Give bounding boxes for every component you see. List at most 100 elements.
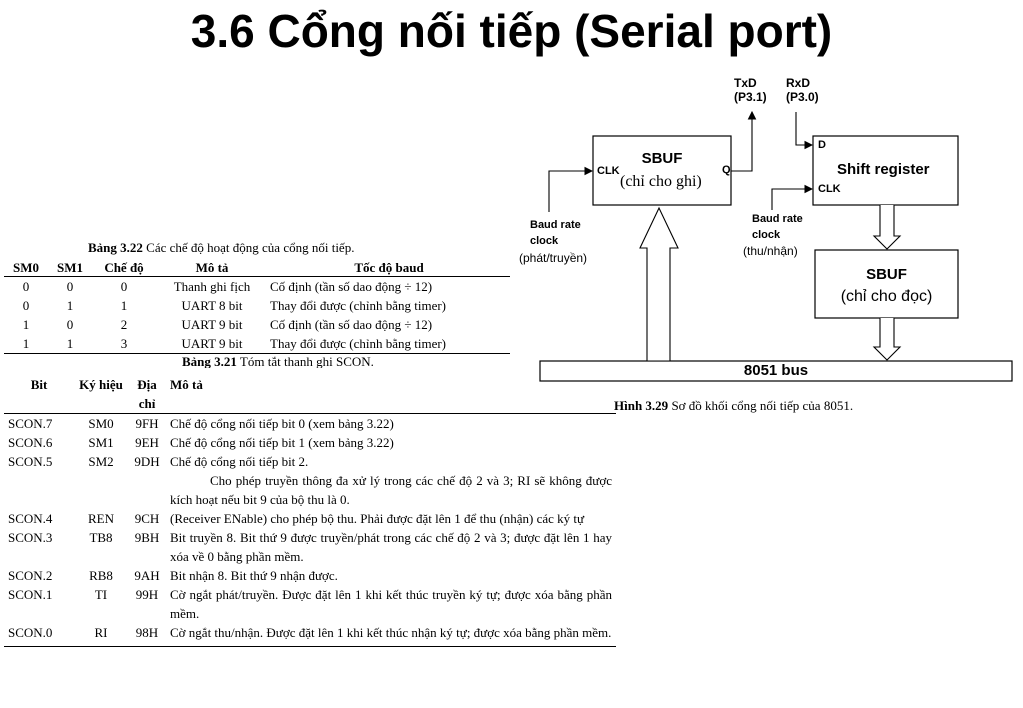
table22-caption-label: Bảng 3.22: [88, 240, 143, 255]
figure-caption: Hình 3.29 Sơ đồ khối cổng nối tiếp của 8…: [614, 398, 853, 414]
clk-rx-label: CLK: [818, 183, 841, 195]
col-header-desc: Mô tả: [156, 259, 268, 277]
cell-bit: SCON.6: [8, 435, 53, 450]
cell: Thanh ghi fịch: [173, 278, 251, 294]
cell: 1: [120, 297, 128, 313]
sbuf-receive-subtitle: (chỉ cho đọc): [840, 288, 933, 305]
table21-caption-text: Tóm tắt thanh ghi SCON.: [236, 355, 374, 368]
cell: 0: [22, 278, 30, 294]
rxd-label: RxD(P3.0): [786, 76, 819, 104]
cell: UART 8 bit: [181, 297, 243, 313]
cell-description-line: Chế độ cổng nối tiếp bit 2.: [170, 454, 309, 469]
cell: 0: [66, 278, 74, 294]
table-header-row: SM0 SM1 Chế độ Mô tả Tốc độ baud: [4, 259, 510, 277]
col-header-sm1: SM1: [48, 259, 92, 277]
cell-description: (Receiver ENable) cho phép bộ thu. Phải …: [170, 511, 585, 526]
baud-clock-rx-line: [771, 184, 814, 210]
cell-address: 9EH: [135, 435, 159, 450]
table-row: 1 1 3 UART 9 bit Thay đổi được (chỉnh bằ…: [4, 334, 510, 354]
cell: UART 9 bit: [181, 316, 243, 332]
sbuf-receive-title: SBUF: [866, 266, 907, 283]
cell-symbol: SM1: [88, 435, 114, 450]
table-row: SCON.5 SM2 9DH Chế độ cổng nối tiếp bit …: [4, 452, 616, 509]
shift-register-title: Shift register: [837, 161, 930, 178]
table-row: SCON.7 SM0 9FH Chế độ cổng nối tiếp bit …: [4, 414, 616, 434]
cell-bit: SCON.5: [8, 454, 53, 469]
cell: 1: [48, 334, 92, 354]
cell-symbol: RI: [74, 623, 128, 647]
cell: Thay đổi được (chỉnh bằng timer): [270, 297, 447, 313]
col-header-symbol: Ký hiệu: [74, 375, 128, 414]
cell-address: 99H: [135, 587, 159, 602]
baud-clock-tx-label: Baud rate clock: [530, 217, 581, 249]
cell-description: Cờ ngắt thu/nhận. Được đặt lên 1 khi kết…: [166, 623, 616, 647]
cell-description: Chế độ cổng nối tiếp bit 1 (xem bảng 3.2…: [170, 435, 394, 450]
cell-bit: SCON.3: [8, 530, 53, 545]
cell-bit: SCON.2: [8, 568, 53, 583]
table-row: SCON.6 SM1 9EH Chế độ cổng nối tiếp bit …: [4, 433, 616, 452]
baud-tx-line2: clock: [530, 235, 559, 247]
table-row: 1 0 2 UART 9 bit Cố định (tần số dao độn…: [4, 315, 510, 334]
cell: Thay đổi được (chỉnh bằng timer): [268, 334, 510, 354]
table-row: SCON.4 REN 9CH (Receiver ENable) cho phé…: [4, 509, 616, 528]
baud-rx-line1: Baud rate: [752, 213, 803, 225]
baud-rx-mode: (thu/nhận): [743, 244, 798, 258]
cell: 0: [22, 297, 30, 313]
baud-clock-tx-line: [548, 166, 594, 212]
d-label: D: [818, 139, 826, 151]
baud-clock-rx-label: Baud rate clock: [752, 211, 803, 243]
table-row: SCON.2 RB8 9AH Bit nhận 8. Bit thứ 9 nhậ…: [4, 566, 616, 585]
cell-symbol: TI: [94, 587, 108, 602]
cell-description: Chế độ cổng nối tiếp bit 0 (xem bảng 3.2…: [170, 416, 394, 431]
col-header-mode: Chế độ: [92, 259, 156, 277]
col-header-description: Mô tả: [166, 375, 616, 414]
col-header-address: Địa chỉ: [128, 375, 166, 414]
rxd-pin: (P3.0): [786, 90, 819, 104]
table-row: 0 0 0 Thanh ghi fịch Cố định (tần số dao…: [4, 277, 510, 297]
txd-name: TxD: [734, 76, 757, 90]
cell: Cố định (tần số dao động ÷ 12): [270, 278, 433, 294]
cell: 0: [120, 278, 128, 294]
cell-bit: SCON.1: [8, 587, 53, 602]
table-row: SCON.1 TI 99H Cờ ngắt phát/truyền. Được …: [4, 585, 616, 623]
cell-description: Chế độ cổng nối tiếp bit 2. Cho phép truy…: [166, 452, 616, 509]
cell-description-continued: Cho phép truyền thông đa xử lý trong các…: [170, 473, 612, 507]
cell-address: 9AH: [134, 568, 160, 583]
cell: 1: [66, 297, 74, 313]
cell: 1: [22, 316, 30, 332]
cell-bit: SCON.7: [8, 416, 53, 431]
col-header-sm0: SM0: [4, 259, 48, 277]
clk-tx-label: CLK: [597, 165, 620, 177]
page-title: 3.6 Cổng nối tiếp (Serial port): [190, 5, 833, 57]
sbuf-receive-box: [814, 249, 959, 319]
cell-description: Bit truyền 8. Bit thứ 9 được truyền/phát…: [170, 530, 612, 564]
cell-address: 98H: [128, 623, 166, 647]
cell-symbol: TB8: [89, 530, 113, 545]
cell-description: Cờ ngắt phát/truyền. Được đặt lên 1 khi …: [170, 587, 612, 621]
baud-tx-line1: Baud rate: [530, 219, 581, 231]
baud-rx-line2: clock: [752, 229, 781, 241]
cell-symbol: RB8: [89, 568, 113, 583]
col-header-baud: Tốc độ baud: [268, 259, 510, 277]
table-row: 0 1 1 UART 8 bit Thay đổi được (chỉnh bằ…: [4, 296, 510, 315]
txd-label: TxD(P3.1): [734, 76, 767, 104]
sbuf-transmit-subtitle: (chỉ cho ghi): [620, 173, 702, 190]
cell: UART 9 bit: [156, 334, 268, 354]
table21-caption-label: Bảng 3.21: [182, 355, 237, 368]
table-header-row: Bit Ký hiệu Địa chỉ Mô tả: [4, 375, 616, 414]
cell-address: 9BH: [134, 530, 160, 545]
table22-caption-text: Các chế độ hoạt động của cổng nối tiếp.: [142, 240, 355, 255]
txd-line: [731, 110, 757, 172]
cell: 1: [4, 334, 48, 354]
cell-symbol: SM0: [88, 416, 114, 431]
txd-pin: (P3.1): [734, 90, 767, 104]
cell: 2: [120, 316, 128, 332]
cell-address: 9FH: [135, 416, 159, 431]
cell-address: 9DH: [134, 454, 160, 469]
cell-address: 9CH: [134, 511, 160, 526]
baud-tx-mode: (phát/truyền): [519, 251, 588, 265]
cell: Cố định (tần số dao động ÷ 12): [270, 316, 433, 332]
bus-to-sbuf-arrow: [639, 206, 679, 362]
bus-label: 8051 bus: [743, 362, 809, 379]
table21-caption: Bảng 3.21 Tóm tắt thanh ghi SCON.: [182, 355, 374, 368]
